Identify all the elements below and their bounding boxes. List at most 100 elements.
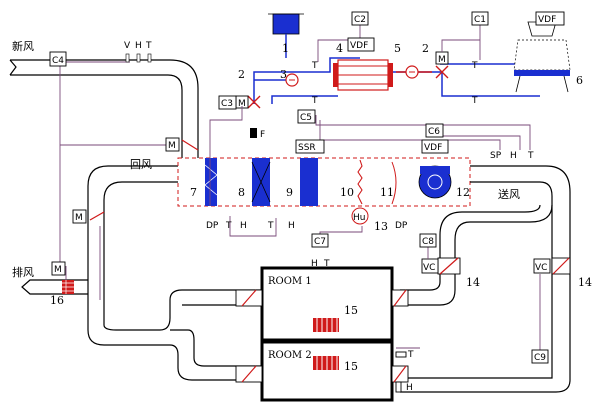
svg-text:VDF: VDF	[350, 41, 368, 51]
valve-m-right: M	[438, 55, 446, 65]
supply-air-duct	[400, 165, 571, 393]
svg-text:C1: C1	[474, 15, 486, 25]
radiator-room-1	[313, 316, 339, 334]
svg-text:T: T	[311, 96, 318, 106]
damper-exhaust-m: M	[54, 265, 62, 275]
svg-text:C6: C6	[428, 127, 440, 137]
expansion-tank-1	[268, 13, 304, 58]
room-sensors: H T T H	[311, 259, 414, 393]
radiator-room-2	[313, 354, 339, 372]
humidifier-10	[357, 159, 363, 205]
filter-7	[205, 158, 217, 206]
vc-label-1: VC	[423, 263, 435, 273]
svg-text:T: T	[471, 61, 478, 71]
num-12: 12	[456, 186, 470, 199]
return-air-label: 回风	[130, 158, 152, 171]
svg-text:C4: C4	[52, 56, 64, 66]
svg-text:C8: C8	[422, 237, 434, 247]
svg-text:SP: SP	[490, 151, 502, 161]
svg-text:H: H	[510, 151, 517, 161]
return-air-duct	[87, 165, 178, 300]
fan-dp: DP	[395, 221, 408, 231]
num-10: 10	[340, 186, 354, 199]
pump-3	[285, 73, 299, 87]
fresh-v: V	[124, 41, 131, 51]
damper-actuator-return: M	[72, 209, 105, 224]
num-14a: 14	[466, 276, 480, 289]
exhaust-fan-16	[62, 280, 74, 294]
svg-text:C3: C3	[221, 99, 233, 109]
svg-text:VDF: VDF	[424, 143, 442, 153]
svg-text:T: T	[527, 151, 534, 161]
svg-text:VDF: VDF	[538, 15, 556, 25]
air-handling-unit	[177, 157, 471, 207]
controller-c2[interactable]: C2	[351, 11, 369, 26]
controller-c6[interactable]: C6	[425, 123, 444, 138]
vav-box-1: VC	[421, 257, 461, 275]
room-return-ducts	[87, 289, 262, 381]
svg-text:C2: C2	[354, 15, 366, 25]
ahu-sensors: DP T H T H DP	[206, 221, 408, 231]
room-dampers	[235, 289, 409, 383]
heat-exchanger-4	[333, 59, 393, 91]
supply-air-label: 送风	[498, 187, 520, 201]
damper-return-m: M	[75, 213, 83, 223]
cooling-coil-9	[300, 158, 318, 206]
vc-label-2: VC	[535, 263, 547, 273]
control-wiring	[59, 24, 541, 350]
svg-text:T: T	[323, 259, 330, 269]
controller-c3[interactable]: C3	[218, 95, 237, 110]
supply-air-sensors: SP H T	[490, 151, 534, 161]
room-1-label: ROOM 1	[268, 276, 312, 287]
vdf-drive-pump[interactable]: VDF	[347, 37, 375, 52]
svg-text:T: T	[471, 96, 478, 106]
svg-text:C5: C5	[300, 113, 312, 123]
cooling-tower-6	[513, 21, 571, 93]
fresh-air-sensors: V H T	[124, 41, 152, 63]
ssr-drive[interactable]: SSR	[295, 139, 325, 154]
fresh-h: H	[135, 41, 142, 51]
controller-c5[interactable]: C5	[297, 109, 316, 124]
num-6: 6	[576, 74, 583, 87]
controller-c7[interactable]: C7	[311, 233, 329, 248]
num-14b: 14	[578, 276, 592, 289]
humidity-sensor-hu: Hu	[351, 207, 369, 225]
svg-text:F: F	[260, 130, 265, 140]
vdf-drive-fan[interactable]: VDF	[421, 139, 449, 154]
svg-text:H: H	[240, 221, 247, 231]
num-2b: 2	[422, 42, 429, 55]
svg-text:Hu: Hu	[353, 213, 365, 223]
valve-2-left: M	[235, 95, 261, 109]
exhaust-air-label: 排风	[12, 265, 34, 279]
controller-c8[interactable]: C8	[419, 233, 437, 248]
svg-text:T: T	[225, 221, 232, 231]
controller-c4[interactable]: C4	[49, 51, 67, 67]
num-16: 16	[50, 294, 64, 307]
fresh-air-duct	[9, 59, 199, 158]
svg-text:SSR: SSR	[298, 143, 316, 153]
room-2-label: ROOM 2	[268, 350, 312, 361]
num-15b: 15	[344, 360, 358, 373]
svg-text:C9: C9	[534, 353, 546, 363]
num-1: 1	[282, 42, 289, 55]
fresh-air-label: 新风	[12, 39, 34, 53]
num-4: 4	[336, 42, 343, 55]
fresh-t: T	[145, 41, 152, 51]
vdf-drive-tower[interactable]: VDF	[535, 11, 565, 26]
svg-text:T: T	[267, 221, 274, 231]
pump-5	[405, 65, 419, 79]
svg-text:H: H	[311, 259, 318, 269]
filter-dp: DP	[206, 221, 219, 231]
controller-c9[interactable]: C9	[531, 349, 549, 364]
num-8: 8	[238, 186, 245, 199]
controller-c1[interactable]: C1	[471, 11, 489, 26]
num-7: 7	[190, 186, 197, 199]
exhaust-air-duct	[21, 279, 88, 295]
num-11: 11	[380, 186, 394, 199]
filter-sensor-f: F	[250, 128, 265, 140]
num-9: 9	[286, 186, 293, 199]
component-numbers: 1 2 2 3 4 5 6 7 8 9 10 11 12 13 14 14 15…	[50, 42, 592, 373]
svg-text:C7: C7	[314, 237, 326, 247]
